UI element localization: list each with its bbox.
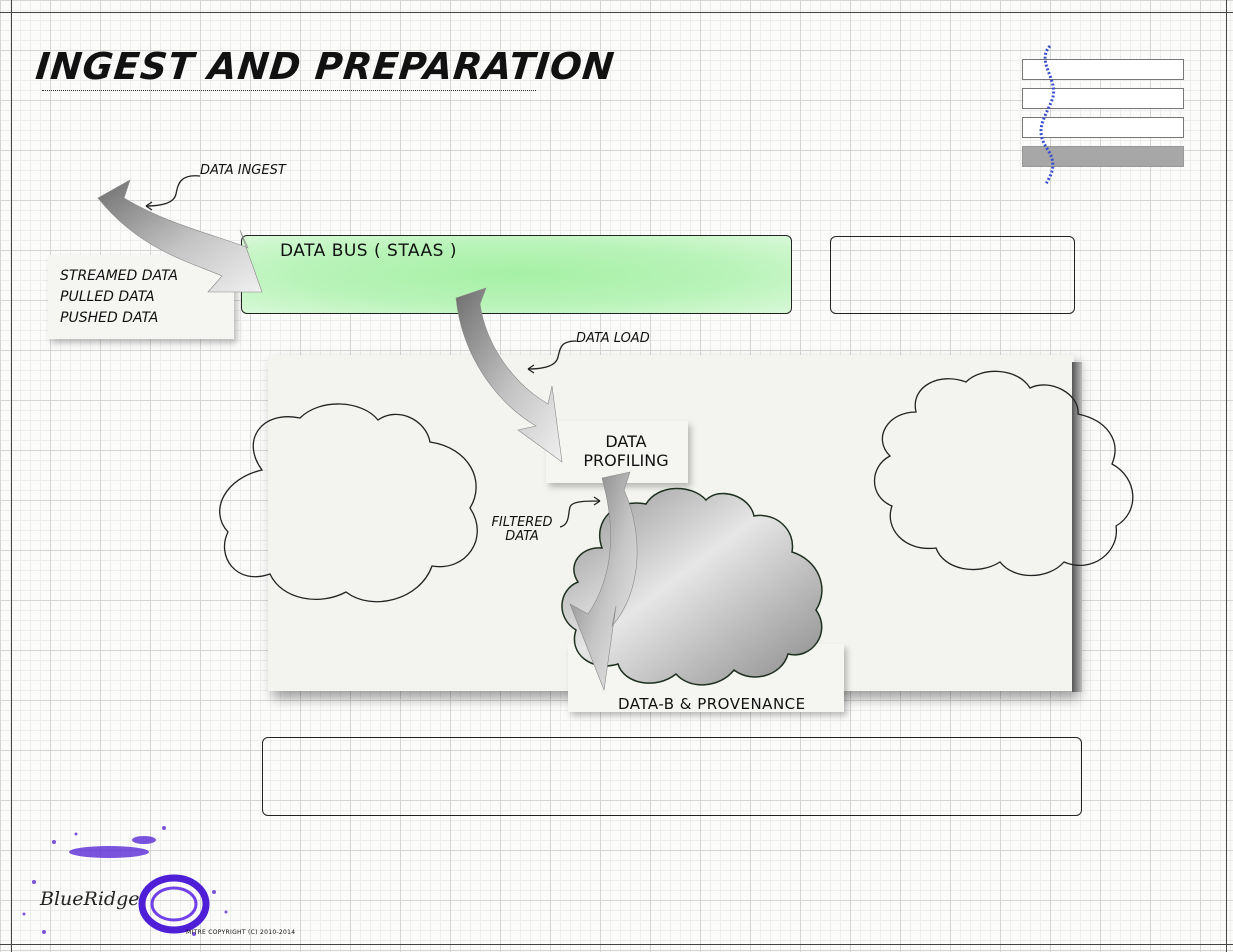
copyright-text: MITRE COPYRIGHT (C) 2010-2014 <box>186 929 296 936</box>
input-sources-note <box>48 255 234 339</box>
provenance-label: DATA-B & PROVENANCE <box>618 695 806 713</box>
cloud-left <box>219 403 478 603</box>
filtered-data-pointer <box>559 496 601 528</box>
frame-right <box>1226 0 1227 952</box>
blueridge-logo-text: BlueRidge <box>40 888 140 910</box>
arrow-filtered <box>569 471 638 692</box>
frame-top <box>0 12 1233 13</box>
cloud-right <box>874 370 1134 576</box>
arrow-data-load <box>455 287 563 463</box>
input-item-streamed: STREAMED DATA <box>60 268 178 284</box>
frame-bottom <box>0 944 1233 945</box>
empty-box-bottom <box>262 737 1082 816</box>
data-load-label: DATA LOAD <box>576 331 650 346</box>
data-ingest-label: DATA INGEST <box>200 163 286 178</box>
sheet-right-edge <box>1072 362 1082 692</box>
data-profiling-note <box>546 421 688 483</box>
blueridge-logo-splash <box>22 826 228 936</box>
data-ingest-pointer <box>145 175 201 211</box>
arrow-ingest <box>97 179 263 293</box>
empty-box-right <box>830 236 1075 314</box>
legend-bar-4 <box>1022 146 1184 167</box>
filtered-data-label-1: FILTERED <box>491 515 553 530</box>
input-item-pushed: PUSHED DATA <box>60 310 159 326</box>
frame-left <box>11 0 12 952</box>
data-profiling-label-2: PROFILING <box>583 451 669 470</box>
legend-bar-2 <box>1022 88 1184 109</box>
data-bus-box <box>241 235 792 314</box>
title-underline <box>42 90 536 91</box>
data-profiling-label-1: DATA <box>605 432 647 451</box>
filtered-data-label-2: DATA <box>505 529 539 544</box>
data-load-pointer <box>527 340 577 374</box>
data-bus-label: DATA BUS ( STAAS ) <box>280 241 457 261</box>
legend-squiggle-icon <box>1039 44 1056 185</box>
legend-bar-1 <box>1022 59 1184 80</box>
input-item-pulled: PULLED DATA <box>60 289 155 305</box>
legend-bar-3 <box>1022 117 1184 138</box>
